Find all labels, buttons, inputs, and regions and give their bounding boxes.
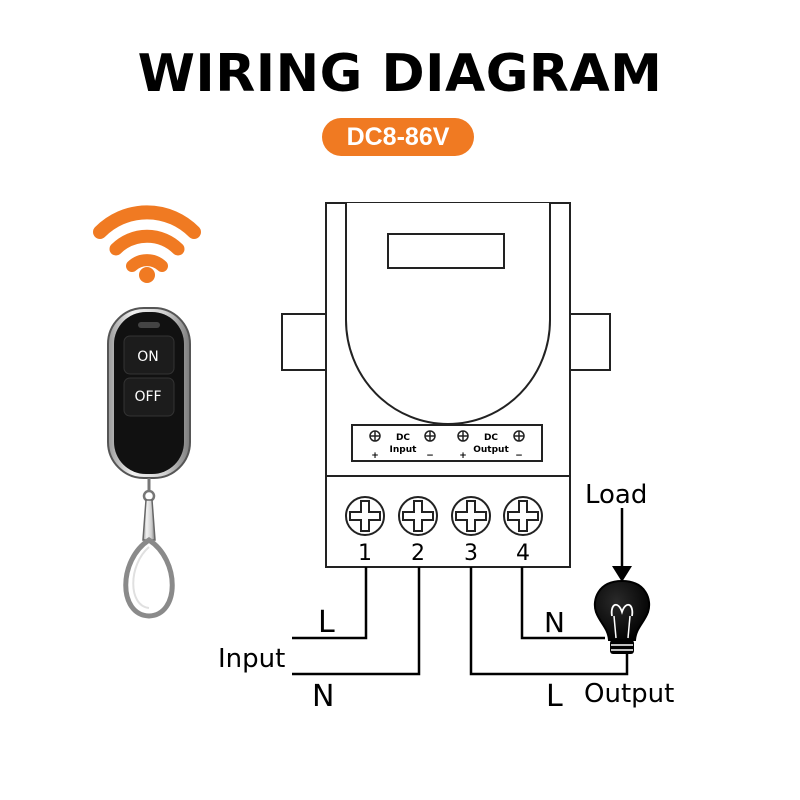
voltage-badge: DC8-86V <box>322 118 474 156</box>
on-button-label: ON <box>137 349 159 365</box>
dc-output-label: Output <box>473 445 509 455</box>
dc-screw-icons <box>369 430 525 442</box>
off-button-label: OFF <box>134 389 161 405</box>
dc-output-plus: + <box>459 451 467 461</box>
terminal-number: 3 <box>464 541 478 566</box>
dc-input-prefix: DC <box>396 433 410 443</box>
relay-module <box>281 202 611 568</box>
on-button[interactable] <box>123 335 175 375</box>
output-n-label: N <box>544 606 565 639</box>
output-l-label: L <box>546 679 563 714</box>
dc-input-minus: − <box>426 451 434 461</box>
off-button[interactable] <box>123 377 175 417</box>
wifi-signal-icon <box>93 205 201 283</box>
input-label: Input <box>218 644 285 674</box>
dc-output-prefix: DC <box>484 433 498 443</box>
terminal-number: 4 <box>516 541 530 566</box>
screw-terminals <box>345 496 543 536</box>
load-arrow <box>612 566 632 582</box>
load-label: Load <box>585 480 647 510</box>
page-title: WIRING DIAGRAM <box>137 44 663 104</box>
output-label: Output <box>584 679 674 709</box>
remote-control: ON OFF <box>107 307 191 619</box>
dc-output-minus: − <box>515 451 523 461</box>
terminal-number: 2 <box>411 541 425 566</box>
terminal-number: 1 <box>358 541 372 566</box>
screw-terminal-icon <box>398 496 438 536</box>
keyring-clip <box>123 537 175 619</box>
lightbulb-icon <box>593 579 651 654</box>
screw-terminal-icon <box>451 496 491 536</box>
screw-terminal-icon <box>345 496 385 536</box>
screw-terminal-icon <box>503 496 543 536</box>
input-n-label: N <box>312 679 334 714</box>
dc-input-label: Input <box>390 445 418 455</box>
dc-input-plus: + <box>371 451 379 461</box>
input-l-label: L <box>318 605 335 640</box>
